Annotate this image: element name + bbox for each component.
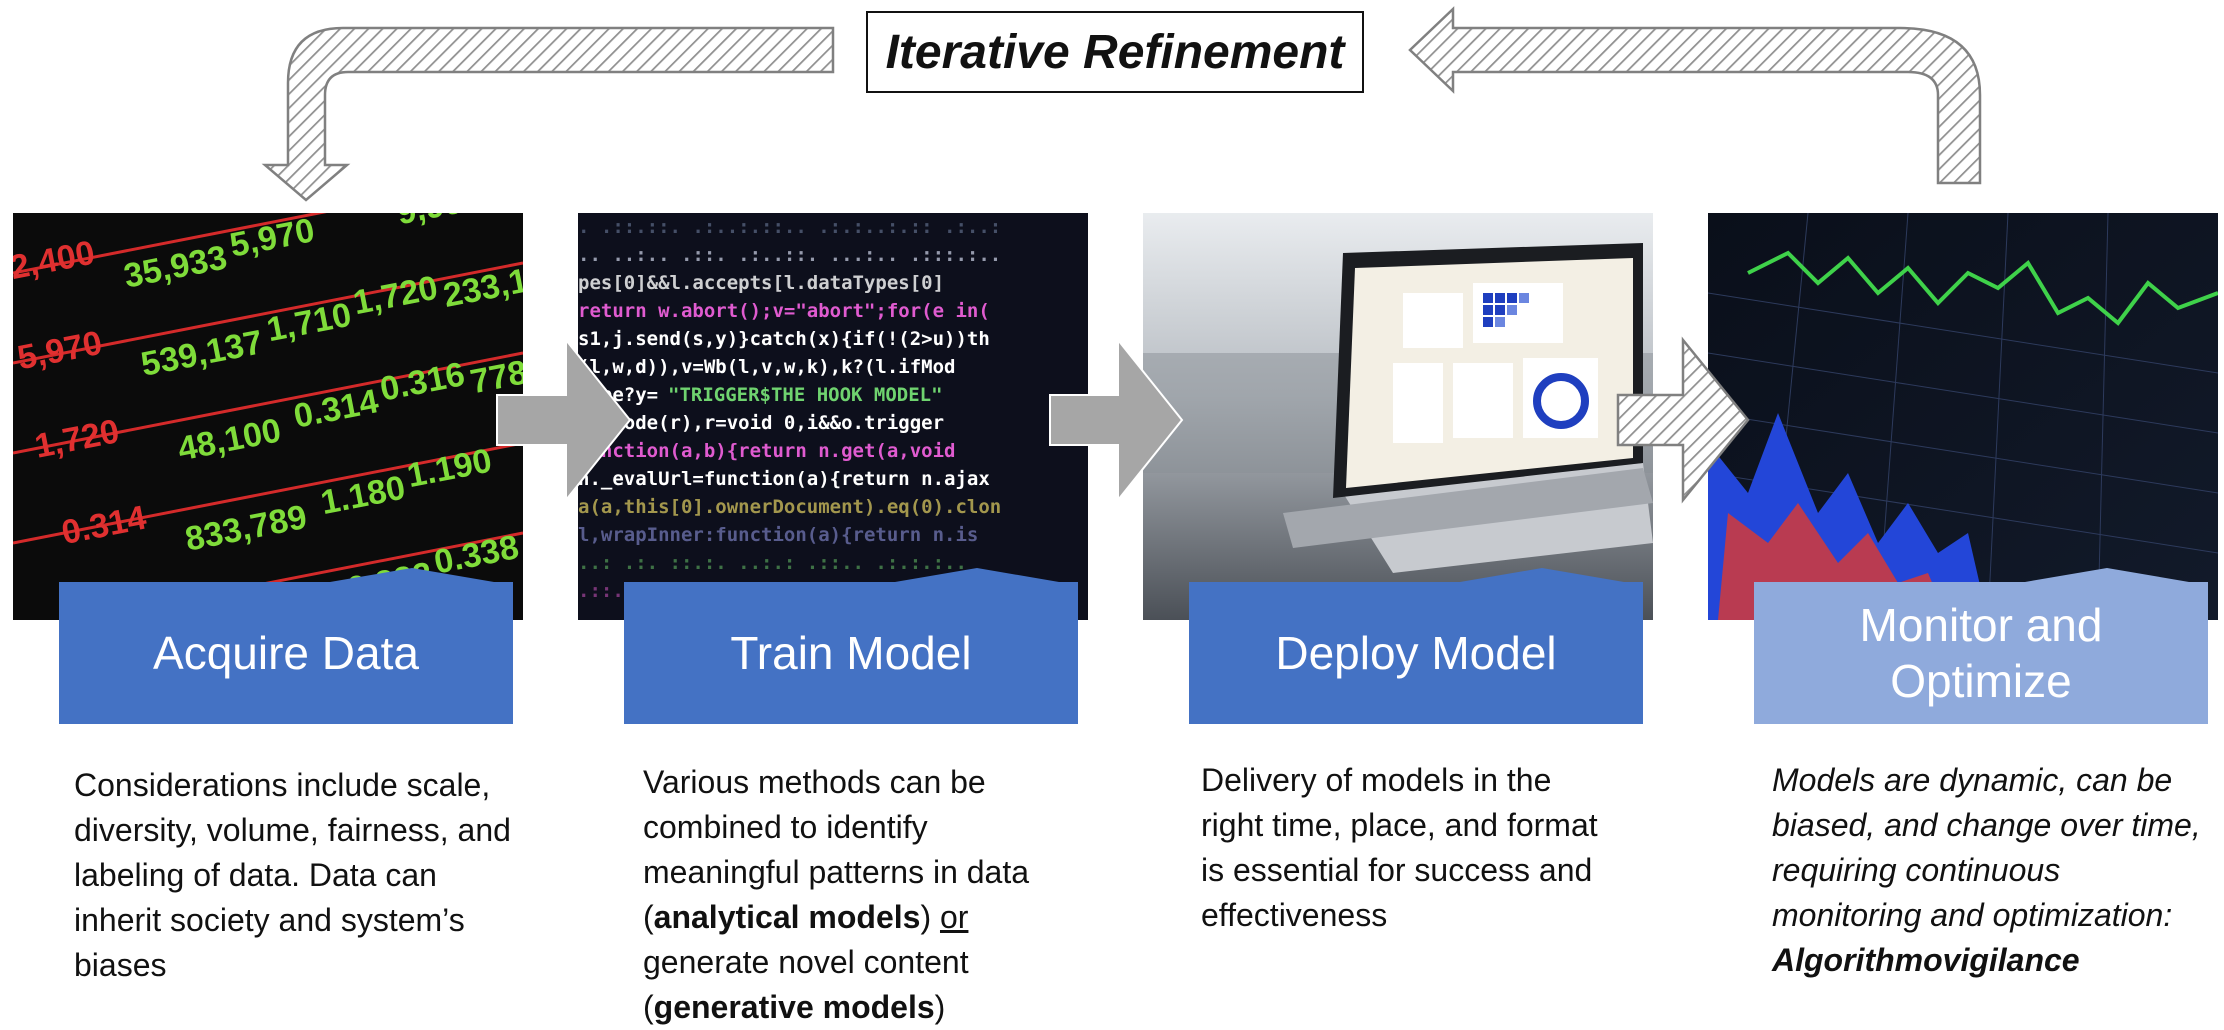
iterative-refinement-title: Iterative Refinement xyxy=(866,11,1364,93)
stage-description-train-model: Various methods can be combined to ident… xyxy=(643,760,1083,1030)
desc-bold-algorithmovigilance: Algorithmovigilance xyxy=(1772,942,2080,978)
svg-text:pes[0]&&l.accepts[l.dataTypes[: pes[0]&&l.accepts[l.dataTypes[0] xyxy=(578,272,944,294)
svg-text:l,wrapInner:function(a){return: l,wrapInner:function(a){return n.is xyxy=(578,524,978,546)
stage-label-deploy-model: Deploy Model xyxy=(1189,582,1643,724)
stage-label-acquire-data: Acquire Data xyxy=(59,582,513,724)
desc-text: Models are dynamic, can be biased, and c… xyxy=(1772,762,2201,933)
source-code-photo: . .::.::. .:..:.::.. .:.:..:.:: .:..: ..… xyxy=(578,213,1088,620)
stage-label-monitor-optimize: Monitor and Optimize xyxy=(1754,582,2208,724)
stage-description-monitor-optimize: Models are dynamic, can be biased, and c… xyxy=(1772,758,2202,983)
stock-ticker-photo: 2,400 35,933 5,970 9,996 5,970 539,137 1… xyxy=(13,213,523,620)
svg-text:tusCode(r),r=void 0,i&&o.trigg: tusCode(r),r=void 0,i&&o.trigger xyxy=(578,412,944,434)
svg-text:.. ..:.. .::. .:..::. ...:.. .: .. ..:.. .::. .:..::. ...:.. .:::.:.. xyxy=(578,244,1001,266)
svg-text:"TRIGGER$THE HOOK MODEL": "TRIGGER$THE HOOK MODEL" xyxy=(668,384,943,406)
step-arrow-3 xyxy=(1616,336,1750,504)
desc-text: generate novel content ( xyxy=(643,944,969,1025)
svg-text:n._evalUrl=function(a){return: n._evalUrl=function(a){return n.ajax xyxy=(578,468,990,490)
laptop-dashboard-photo xyxy=(1143,213,1653,620)
desc-bold-analytical: analytical models xyxy=(653,899,921,935)
stage-description-deploy-model: Delivery of models in the right time, pl… xyxy=(1201,762,1598,933)
desc-text: Various methods can be combined to ident… xyxy=(643,764,1030,935)
loop-arrow-left xyxy=(261,26,835,202)
desc-text: ) xyxy=(934,989,946,1025)
loop-arrow-right xyxy=(1408,6,1982,185)
desc-bold-generative: generative models xyxy=(653,989,935,1025)
svg-text:..: .:. ::.:. ..:.: .::.. .:.:: ..: .:. ::.:. ..:.: .::.. .:.:.:.. xyxy=(578,552,967,574)
desc-underline-or: or xyxy=(939,899,969,935)
svg-text:(l,w,d)),v=Wb(l,v,w,k),k?(l.if: (l,w,d)),v=Wb(l,v,w,k),k?(l.ifMod xyxy=(578,356,956,378)
svg-text:return w.abort();v="abort";for: return w.abort();v="abort";for(e in( xyxy=(578,300,990,322)
svg-text:s1,j.send(s,y)}catch(x){if(!(2: s1,j.send(s,y)}catch(x){if(!(2>u))th xyxy=(578,328,990,350)
svg-text:. .::.::. .:..:.::.. .:.:..:.:: . .::.::. .:..:.::.. .:.:..:.:: .:..: xyxy=(578,216,1001,238)
svg-text:a(a,this[0].ownerDocument).eq(: a(a,this[0].ownerDocument).eq(0).clon xyxy=(578,496,1001,518)
stage-label-train-model: Train Model xyxy=(624,582,1078,724)
step-arrow-1 xyxy=(496,337,632,503)
step-arrow-2 xyxy=(1049,337,1184,503)
desc-text: ) xyxy=(920,899,940,935)
stage-description-acquire-data: Considerations include scale, diversity,… xyxy=(74,767,511,983)
svg-text:function(a,b){return n.get(a,v: function(a,b){return n.get(a,void xyxy=(578,440,956,462)
